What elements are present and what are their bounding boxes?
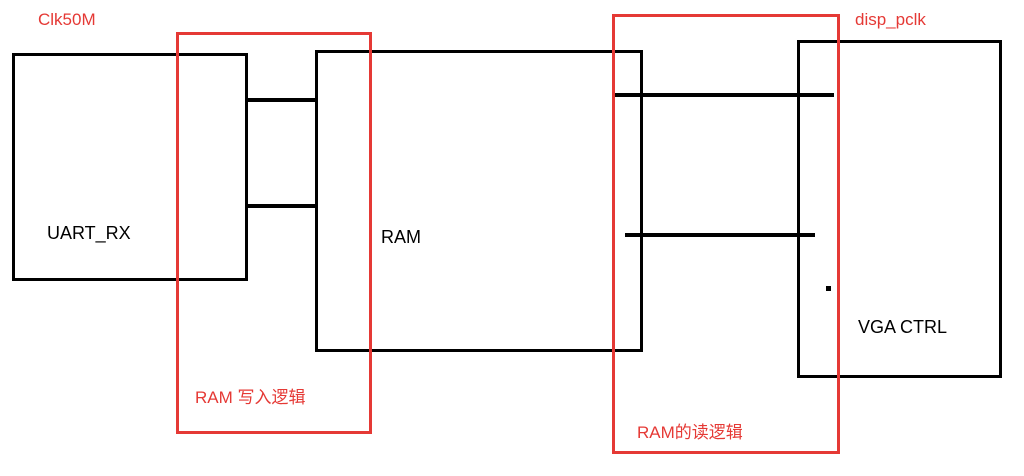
disp-pclk-label: disp_pclk: [855, 10, 926, 29]
clk50m-label: Clk50M: [38, 10, 96, 29]
ram-label: RAM: [381, 227, 421, 247]
pin-dot: [826, 286, 831, 291]
read-logic-label: RAM的读逻辑: [637, 423, 743, 442]
write-logic-region: RAM 写入逻辑: [176, 32, 372, 434]
read-wire-top: [614, 93, 834, 97]
write-wire-bottom: [246, 204, 317, 208]
ram-block: RAM: [315, 50, 643, 352]
uart-rx-block: UART_RX: [12, 53, 248, 281]
uart-rx-label: UART_RX: [47, 223, 131, 243]
read-wire-bottom: [625, 233, 815, 237]
vga-ctrl-label: VGA CTRL: [858, 317, 948, 337]
write-wire-top: [246, 98, 317, 102]
read-logic-region: RAM的读逻辑: [612, 14, 840, 454]
vga-ctrl-block: VGA CTRL: [797, 40, 1002, 378]
write-logic-label: RAM 写入逻辑: [195, 388, 306, 407]
